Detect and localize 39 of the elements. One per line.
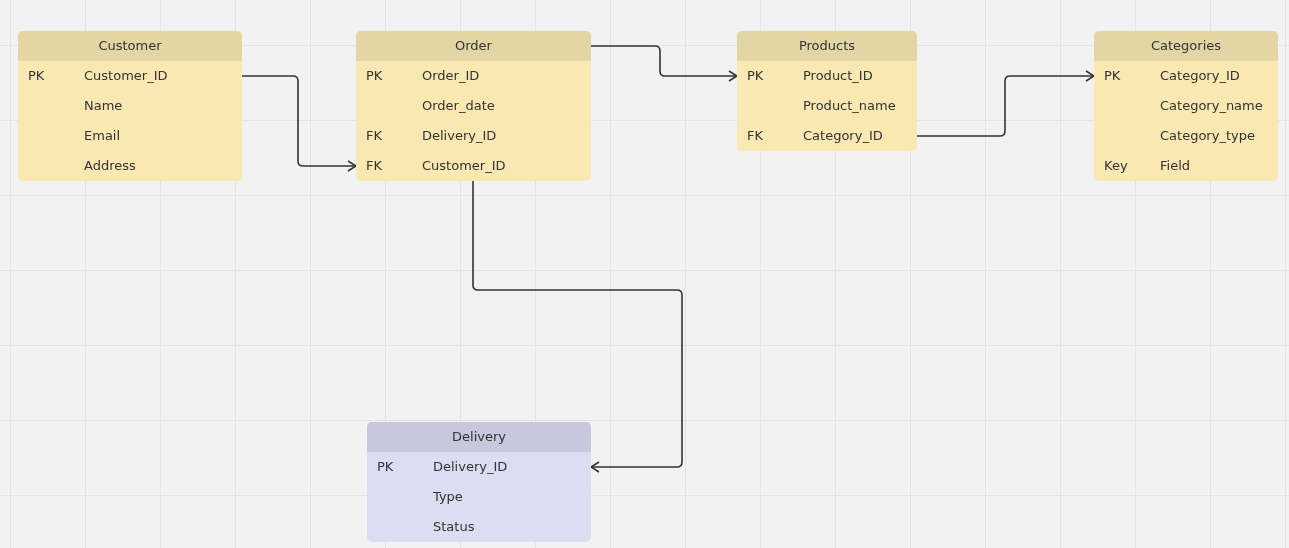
key-label: PK — [377, 458, 394, 476]
key-label: PK — [366, 67, 383, 85]
field-name: Category_type — [1160, 127, 1255, 145]
field-name: Customer_ID — [84, 67, 168, 85]
field-name: Type — [433, 488, 463, 506]
field-name: Product_name — [803, 97, 896, 115]
field-name: Status — [433, 518, 475, 536]
key-label: FK — [366, 127, 382, 145]
key-label: Key — [1104, 157, 1128, 175]
key-label: PK — [747, 67, 764, 85]
entity-table — [356, 31, 591, 181]
table-header: Order — [356, 31, 591, 61]
table-header: Delivery — [367, 422, 591, 452]
field-name: Product_ID — [803, 67, 873, 85]
field-name: Delivery_ID — [422, 127, 497, 145]
arrow — [472, 180, 683, 473]
entity-table — [737, 31, 917, 151]
field-name: Email — [84, 127, 121, 145]
key-label: PK — [28, 67, 45, 85]
entity-table — [18, 31, 242, 181]
field-name: Category_ID — [1160, 67, 1240, 85]
table-header: Customer — [18, 31, 242, 61]
field-name: Name — [84, 97, 123, 115]
arrow — [590, 45, 738, 82]
table-header: Products — [737, 31, 917, 61]
field-name: Category_name — [1160, 97, 1263, 115]
key-label: PK — [1104, 67, 1121, 85]
entity-table — [1094, 31, 1278, 181]
field-name: Field — [1160, 157, 1190, 175]
field-name: Category_ID — [803, 127, 883, 145]
field-name: Customer_ID — [422, 157, 506, 175]
field-name: Delivery_ID — [433, 458, 508, 476]
key-label: FK — [366, 157, 382, 175]
entity-table — [367, 422, 591, 542]
field-name: Order_date — [422, 97, 495, 115]
table-header: Categories — [1094, 31, 1278, 61]
field-name: Address — [84, 157, 136, 175]
field-name: Order_ID — [422, 67, 480, 85]
key-label: FK — [747, 127, 763, 145]
